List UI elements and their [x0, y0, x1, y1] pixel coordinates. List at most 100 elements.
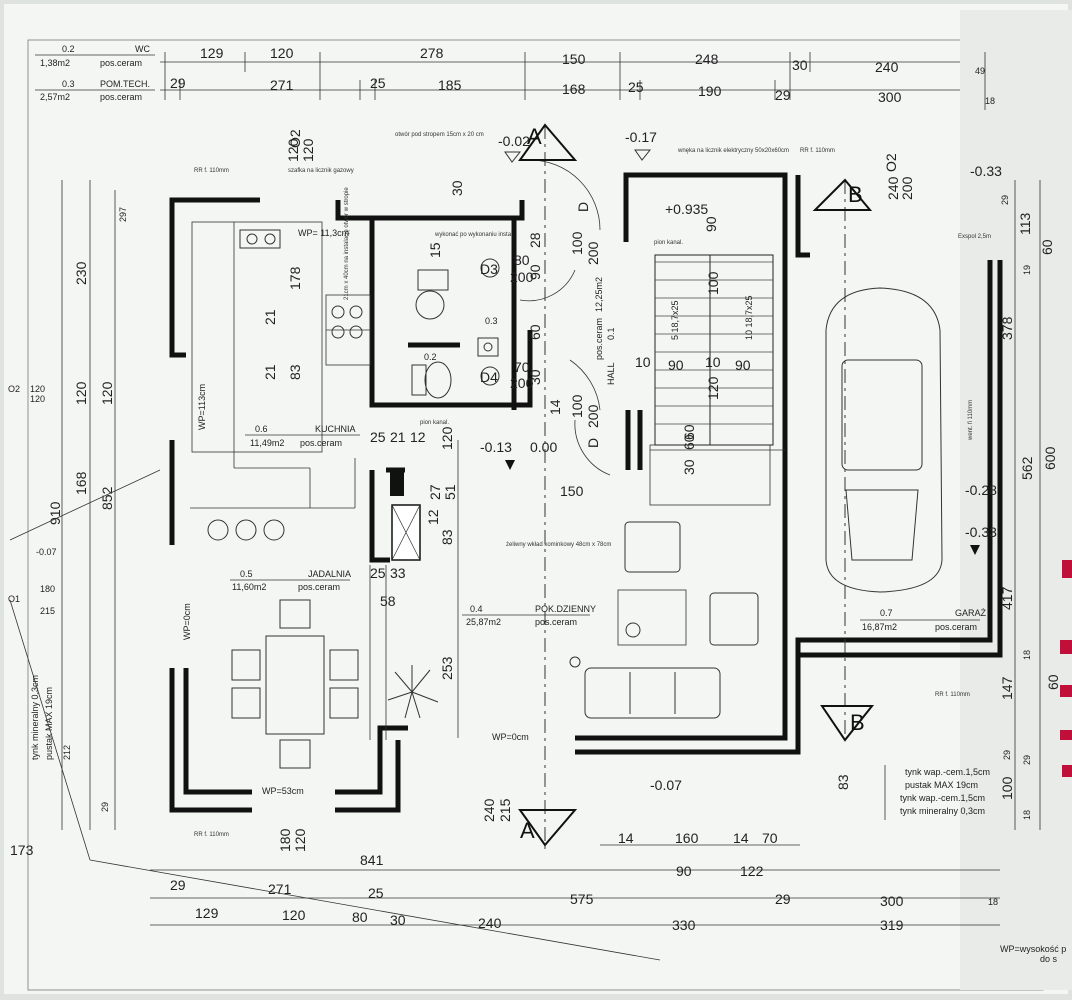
bottom-dim2-129: 129 [195, 905, 219, 921]
svg-text:30: 30 [449, 180, 465, 196]
svg-text:0.6: 0.6 [255, 424, 268, 434]
svg-text:12: 12 [425, 509, 441, 525]
svg-text:83: 83 [287, 364, 303, 380]
bottom-dim-25: 25 [368, 885, 384, 901]
door-d4: D4 [480, 369, 498, 385]
svg-text:29: 29 [1022, 755, 1032, 765]
svg-text:25: 25 [370, 565, 386, 581]
svg-text:178: 178 [287, 266, 303, 290]
svg-text:240: 240 [885, 176, 901, 200]
stair-note-1: 5 18,7x25 [670, 300, 680, 340]
left-dim-29: 29 [100, 802, 110, 812]
top-right-18: 18 [985, 96, 995, 106]
svg-text:60: 60 [1045, 674, 1061, 690]
svg-text:80: 80 [514, 252, 530, 268]
bottom-dim-29b: 29 [775, 891, 791, 907]
svg-text:pos.ceram: pos.ceram [594, 318, 604, 360]
note-exp: Exspol 2,5m [958, 234, 991, 240]
exterior-walls [169, 172, 1003, 813]
svg-text:0.1: 0.1 [606, 327, 616, 340]
lamp-icon [569, 622, 641, 668]
room-label-kuchnia: 0.6 KUCHNIA 11,49m2 pos.ceram [245, 424, 360, 448]
stairs-icon: 5 18,7x25 10 18,7x25 10 90 10 90 100 120… [635, 216, 774, 475]
svg-text:POK.DZIENNY: POK.DZIENNY [535, 604, 596, 614]
interior-lines [190, 221, 785, 740]
top-dim2-25: 25 [370, 75, 386, 91]
top-dim2-190: 190 [698, 83, 722, 99]
bottom-dim2-80: 80 [352, 909, 368, 925]
svg-text:200: 200 [585, 241, 601, 265]
top-dim2-271: 271 [270, 77, 294, 93]
svg-text:pos.ceram: pos.ceram [100, 58, 142, 68]
door-d-top: D [575, 202, 591, 212]
svg-text:600: 600 [1042, 446, 1058, 470]
bottom-dim3-70: 70 [762, 830, 778, 846]
top-dimension-lines: 129 120 278 150 248 30 240 29 271 25 185… [160, 45, 995, 110]
level-marks: -0.02 -0.17 +0.935 -0.13 0.00 -0.07 -0.3… [480, 129, 1002, 793]
svg-text:29: 29 [1002, 750, 1012, 760]
bottom-dim-29: 29 [170, 877, 186, 893]
svg-text:GARAŻ: GARAŻ [955, 608, 987, 618]
note-otwor: otwór pod stropem 15cm x 20 cm [395, 132, 484, 138]
room-tag-tech: 0.3 POM.TECH. 2,57m2 pos.ceram [35, 79, 155, 102]
red-side-marks [1060, 560, 1072, 777]
section-b-bottom: B [850, 710, 865, 735]
stair-dim-60: 60 [681, 434, 697, 450]
note-wp0: WP=0cm [182, 603, 192, 640]
bottom-dim-575: 575 [570, 891, 594, 907]
svg-text:POM.TECH.: POM.TECH. [100, 79, 150, 89]
window-o1-left: O1 [8, 594, 20, 604]
window-dim-120: 120 [30, 384, 45, 394]
svg-text:pos.ceram: pos.ceram [535, 617, 577, 627]
bottom-dim-271: 271 [268, 881, 292, 897]
toilet-icon [411, 361, 452, 399]
room-label-garaz: 0.7 GARAŻ 16,87m2 pos.ceram [860, 608, 987, 632]
section-a-bottom: A [520, 818, 535, 843]
svg-text:83: 83 [835, 774, 851, 790]
wall-legend: tynk wap.-cem.1,5cm pustak MAX 19cm tynk… [884, 765, 990, 820]
side-legend-1: tynk mineralny 0,3cm [30, 675, 40, 760]
svg-text:pos.ceram: pos.ceram [935, 622, 977, 632]
door-d-bottom: D [585, 438, 601, 448]
svg-text:2,57m2: 2,57m2 [40, 92, 70, 102]
svg-text:0.00: 0.00 [530, 439, 557, 455]
svg-text:147: 147 [999, 676, 1015, 700]
svg-text:83: 83 [439, 529, 455, 545]
svg-text:30: 30 [527, 369, 543, 385]
svg-text:0.5: 0.5 [240, 569, 253, 579]
note-wp0b: WP=0cm [492, 732, 529, 742]
stove-icon [331, 305, 363, 339]
top-dim-278: 278 [420, 45, 444, 61]
door-swings [519, 159, 611, 476]
svg-text:-0.33: -0.33 [965, 524, 997, 540]
svg-text:60: 60 [681, 424, 697, 440]
svg-text:27: 27 [427, 484, 443, 500]
stair-dim-30: 30 [681, 459, 697, 475]
svg-text:215: 215 [497, 798, 513, 822]
note-went: went. fi 110mm [968, 400, 974, 441]
room-num-wc: 0.2 [424, 352, 437, 362]
svg-text:16,87m2: 16,87m2 [862, 622, 897, 632]
svg-text:100: 100 [999, 776, 1015, 800]
bottom-dim-841: 841 [360, 852, 384, 868]
room-tag-wc: 0.2 WC 1,38m2 pos.ceram [35, 44, 155, 68]
svg-text:417: 417 [999, 586, 1015, 610]
svg-text:21: 21 [390, 429, 406, 445]
bottom-dim2-120: 120 [282, 907, 306, 923]
fireplace-icon [390, 472, 421, 561]
bottom-dim2-330: 330 [672, 917, 696, 933]
svg-text:150: 150 [560, 483, 584, 499]
top-right-49: 49 [975, 66, 985, 76]
svg-text:200: 200 [585, 404, 601, 428]
left-dim-910: 910 [47, 501, 63, 525]
chair-icon [231, 599, 359, 769]
svg-text:562: 562 [1019, 456, 1035, 480]
car-icon [825, 287, 943, 593]
window-dim-215: 215 [40, 606, 55, 616]
top-dim2-185: 185 [438, 77, 462, 93]
svg-text:200: 200 [510, 269, 534, 285]
top-dim2-168: 168 [562, 81, 586, 97]
note-wp-legend-2: do s [1040, 954, 1058, 964]
svg-text:25,87m2: 25,87m2 [466, 617, 501, 627]
